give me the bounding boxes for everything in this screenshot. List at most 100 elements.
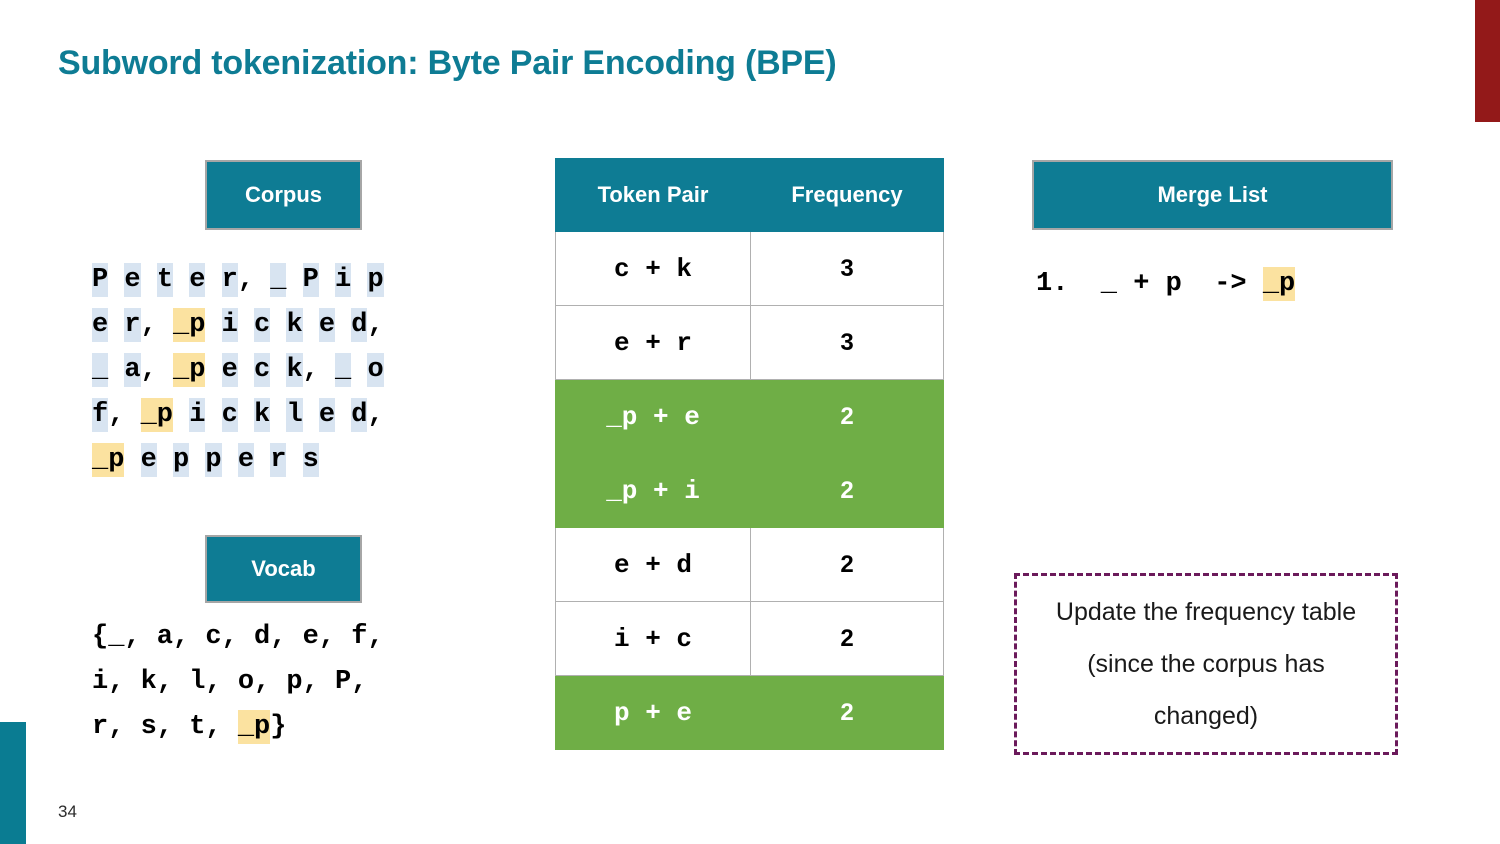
token-char: [189, 443, 205, 477]
token-char: [157, 443, 173, 477]
corpus-line-5: _p e p p e r s: [92, 438, 492, 483]
token-char: [335, 398, 351, 432]
token-char: e: [237, 443, 255, 477]
corpus-line-2: e r, _p i c k e d,: [92, 303, 492, 348]
token-char: [173, 263, 189, 297]
token-char: [351, 263, 367, 297]
token-char: P: [92, 263, 109, 297]
token-char: [286, 263, 302, 297]
token-char: _: [92, 353, 109, 387]
token-char: d: [351, 308, 368, 342]
token-char: [205, 398, 221, 432]
token-char: [286, 443, 302, 477]
token-char: [205, 263, 221, 297]
token-char: r: [124, 308, 141, 342]
token-char: p: [205, 443, 222, 477]
token-char: e: [189, 263, 206, 297]
vocab-text: {_, a, c, d, e, f, i, k, l, o, p, P, r, s,…: [92, 615, 492, 750]
corpus-section-header: Corpus: [205, 160, 362, 230]
token-char: {_, a, c, d, e, f,: [92, 622, 384, 652]
token-char: i, k, l, o, p, P,: [92, 667, 368, 697]
token-char: k: [286, 353, 303, 387]
token-char: ,: [367, 400, 384, 430]
token-char: [205, 353, 221, 387]
cell-frequency: 2: [750, 527, 944, 602]
token-char: e: [221, 353, 238, 387]
note-text: Update the frequency table (since the co…: [1055, 598, 1357, 730]
cell-frequency: 3: [750, 305, 944, 380]
token-char: e: [124, 263, 141, 297]
token-char: _: [335, 353, 352, 387]
column-header-token-pair: Token Pair: [555, 158, 751, 232]
cell-frequency: 2: [750, 675, 944, 750]
corpus-line-1: P e t e r, _ P i p: [92, 258, 492, 303]
token-char: }: [270, 712, 287, 742]
token-char: [270, 398, 286, 432]
cell-token-pair: i + c: [555, 601, 751, 676]
merge-list-section-header: Merge List: [1032, 160, 1393, 230]
token-char: r: [221, 263, 238, 297]
token-char: e: [140, 443, 157, 477]
token-char: i: [335, 263, 352, 297]
token-char: e: [318, 398, 336, 432]
cell-token-pair: c + k: [555, 231, 751, 306]
cell-token-pair: e + r: [555, 305, 751, 380]
token-char: [351, 353, 367, 387]
token-char: ,: [367, 310, 384, 340]
top-right-accent-bar: [1475, 0, 1500, 122]
token-char: c: [254, 353, 271, 387]
token-char: _: [270, 263, 287, 297]
cell-frequency: 2: [750, 601, 944, 676]
merged-token: _p: [92, 443, 125, 477]
token-char: [108, 353, 124, 387]
cell-token-pair: p + e: [555, 675, 751, 750]
token-char: [141, 263, 157, 297]
page-number: 34: [58, 802, 77, 821]
cell-token-pair: _p + i: [555, 453, 751, 528]
merge-entry-1: 1. _ + p -> _p: [1036, 262, 1436, 307]
token-char: [173, 398, 189, 432]
token-char: c: [254, 308, 271, 342]
merge-list-text: 1. _ + p -> _p: [1036, 262, 1436, 307]
merged-token: _p: [173, 353, 206, 387]
token-char: ,: [237, 265, 271, 295]
merged-token: _p: [140, 398, 174, 432]
token-char: d: [351, 398, 368, 432]
token-char: f: [92, 398, 109, 432]
token-char: o: [367, 353, 384, 387]
token-char: e: [318, 308, 336, 342]
token-char: [108, 263, 124, 297]
page-title: Subword tokenization: Byte Pair Encoding…: [58, 44, 837, 82]
token-char: k: [254, 398, 271, 432]
token-char: [303, 308, 319, 342]
token-char: ,: [140, 355, 174, 385]
token-char: [124, 443, 140, 477]
bottom-left-accent-bar: [0, 722, 26, 844]
cell-frequency: 3: [750, 231, 944, 306]
token-char: [238, 308, 254, 342]
token-char: [222, 443, 238, 477]
vocab-section-header: Vocab: [205, 535, 362, 603]
token-char: c: [221, 398, 238, 432]
token-char: s: [302, 443, 319, 477]
token-char: [270, 353, 286, 387]
vocab-line-3: r, s, t, _p}: [92, 705, 492, 750]
column-header-frequency: Frequency: [750, 158, 944, 232]
token-char: r: [270, 443, 287, 477]
token-char: r, s, t,: [92, 712, 238, 742]
token-char: l: [286, 398, 303, 432]
token-char: ,: [108, 400, 141, 430]
token-char: k: [286, 308, 303, 342]
merged-token: _p: [1262, 267, 1296, 301]
corpus-line-3: _ a, _p e c k, _ o: [92, 348, 492, 393]
token-char: 1. _ + p ->: [1036, 269, 1263, 299]
token-char: [238, 398, 254, 432]
cell-token-pair: _p + e: [555, 379, 751, 454]
